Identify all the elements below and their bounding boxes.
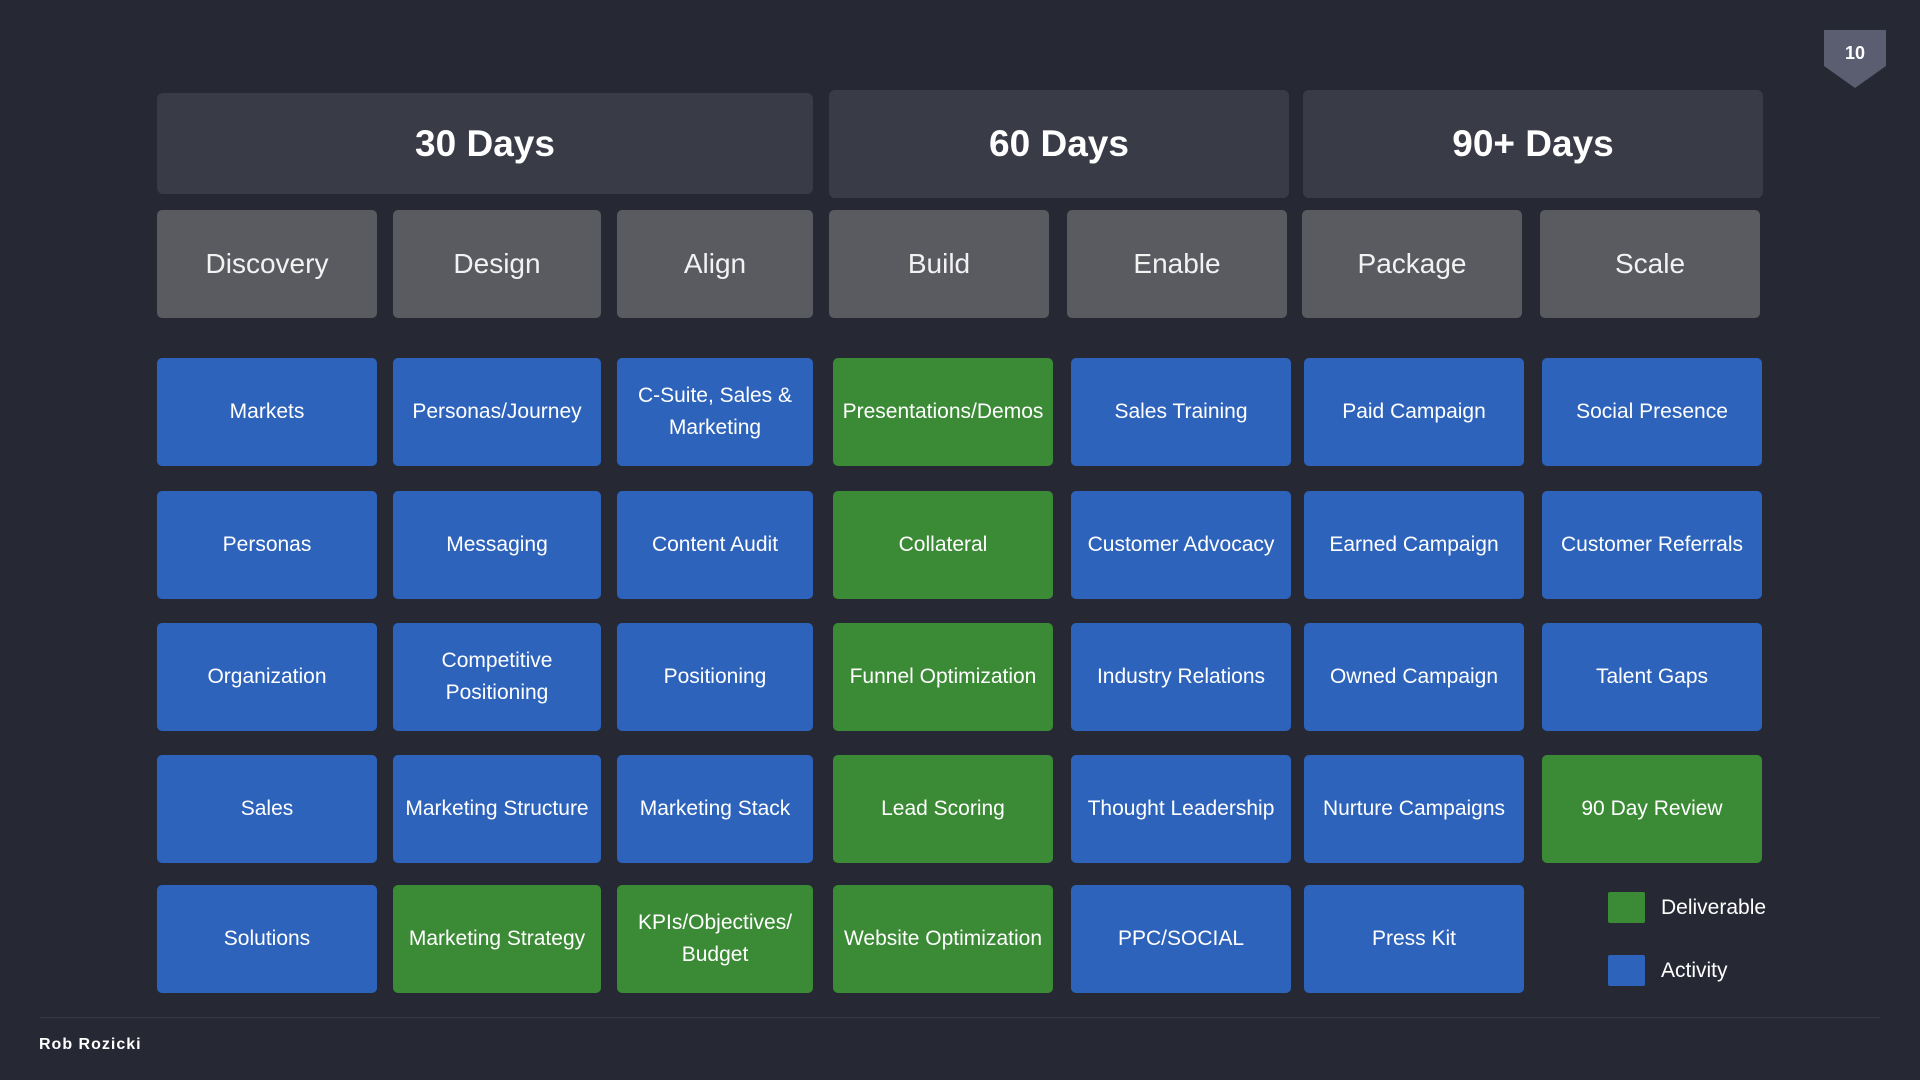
phase-design: Design: [393, 210, 601, 318]
tile-scale-4: 90 Day Review: [1542, 755, 1762, 863]
tile-build-3: Funnel Optimization: [833, 623, 1053, 731]
tile-design-4: Marketing Structure: [393, 755, 601, 863]
phase-enable: Enable: [1067, 210, 1287, 318]
tile-align-3: Positioning: [617, 623, 813, 731]
tile-build-4: Lead Scoring: [833, 755, 1053, 863]
tile-align-1: C-Suite, Sales & Marketing: [617, 358, 813, 466]
tile-package-4: Nurture Campaigns: [1304, 755, 1524, 863]
tile-discovery-3: Organization: [157, 623, 377, 731]
tile-enable-3: Industry Relations: [1071, 623, 1291, 731]
tile-design-5: Marketing Strategy: [393, 885, 601, 993]
tile-enable-1: Sales Training: [1071, 358, 1291, 466]
activity-swatch: [1608, 955, 1645, 986]
tile-package-3: Owned Campaign: [1304, 623, 1524, 731]
tile-build-2: Collateral: [833, 491, 1053, 599]
header-60-days: 60 Days: [829, 90, 1289, 198]
tile-align-4: Marketing Stack: [617, 755, 813, 863]
tile-discovery-4: Sales: [157, 755, 377, 863]
phase-discovery: Discovery: [157, 210, 377, 318]
phase-align: Align: [617, 210, 813, 318]
tile-package-2: Earned Campaign: [1304, 491, 1524, 599]
tile-scale-3: Talent Gaps: [1542, 623, 1762, 731]
tile-discovery-2: Personas: [157, 491, 377, 599]
phase-package: Package: [1302, 210, 1522, 318]
tile-align-2: Content Audit: [617, 491, 813, 599]
slide-number-badge: 10: [1824, 30, 1886, 88]
tile-scale-1: Social Presence: [1542, 358, 1762, 466]
tile-align-5: KPIs/Objectives/ Budget: [617, 885, 813, 993]
footer-divider: [40, 1017, 1880, 1018]
tile-package-5: Press Kit: [1304, 885, 1524, 993]
tile-design-1: Personas/Journey: [393, 358, 601, 466]
deliverable-swatch: [1608, 892, 1645, 923]
tile-design-2: Messaging: [393, 491, 601, 599]
header-90-days: 90+ Days: [1303, 90, 1763, 198]
phase-build: Build: [829, 210, 1049, 318]
tile-enable-5: PPC/SOCIAL: [1071, 885, 1291, 993]
tile-discovery-5: Solutions: [157, 885, 377, 993]
tile-discovery-1: Markets: [157, 358, 377, 466]
tile-enable-2: Customer Advocacy: [1071, 491, 1291, 599]
tile-scale-2: Customer Referrals: [1542, 491, 1762, 599]
author-name: Rob Rozicki: [39, 1036, 142, 1053]
legend-activity-label: Activity: [1661, 959, 1728, 982]
legend-deliverable-label: Deliverable: [1661, 896, 1767, 919]
header-30-days: 30 Days: [157, 93, 813, 194]
phase-scale: Scale: [1540, 210, 1760, 318]
tile-enable-4: Thought Leadership: [1071, 755, 1291, 863]
tile-package-1: Paid Campaign: [1304, 358, 1524, 466]
tile-design-3: Competitive Positioning: [393, 623, 601, 731]
tile-build-5: Website Optimization: [833, 885, 1053, 993]
tile-build-1: Presentations/Demos: [833, 358, 1053, 466]
